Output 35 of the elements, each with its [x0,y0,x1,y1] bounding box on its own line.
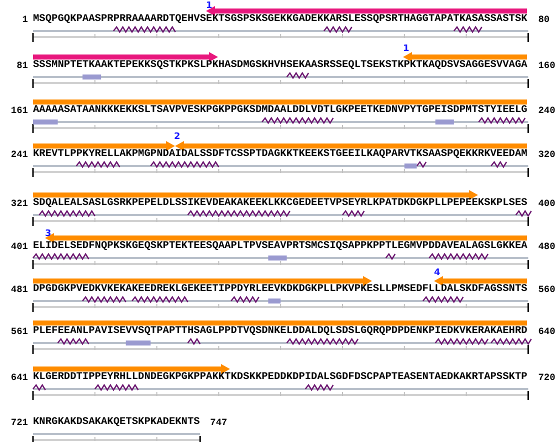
position-number: 400 [538,198,556,210]
sequence-text: PLEFEEANLPAVISEVVSQTPAPTTHSAGLPPDTVQSDNKELDDALDQLSDSLGQRQPDPDENKPIEDKVKERAKAEHRD [33,325,528,337]
feature-number: 2 [174,131,180,143]
position-number: 240 [538,105,556,117]
position-number: 747 [210,417,228,429]
position-number: 481 [10,284,28,296]
position-number: 321 [10,198,28,210]
position-number: 241 [10,149,28,161]
position-number: 561 [10,326,28,338]
position-number: 161 [10,105,28,117]
position-number: 401 [10,241,28,253]
feature-number: 3 [45,228,52,240]
position-number: 80 [538,14,550,26]
position-number: 160 [538,60,556,72]
position-number: 1 [22,14,28,26]
sequence-text: KREVTLPPKYRELLAKPMGPNDAIDALSSDFTCSSPTDAGKKTKEEKSTGEEILKAQPARVTKSAASPQEKKRKVEEDAM [33,148,528,160]
position-number: 320 [538,149,556,161]
position-number: 641 [10,372,28,384]
sequence-text: AAAAASATAANKKKEKKSLTSAVPVESKPGKPPGKSDMDAALDDLVDTLGKPEETKEDNVPYTGPEISDPMTSTYIEELG [33,104,528,116]
position-number: 640 [538,326,556,338]
position-number: 560 [538,284,556,296]
position-number: 480 [538,241,556,253]
position-number: 721 [10,417,28,429]
feature-number: 1 [206,0,212,12]
sequence-text: KNRGKAKDSAKAKQETSKPKADEKNTS [33,416,200,428]
sequence-text: DPGDGKPVEDKVKEKAKEEDREKLGEKEETIPPDYRLEEVKDKDGKPLLPKVPKESLLPMSEDFLLDALSKDFAGSSNTS [33,283,528,295]
sequence-text: SSSMNPTETKAAKTEPEKKSQSTKPKSLPKHASDMGSKHVHSEKAASRSSEQLTSEKSTKPKTKAQDSVSAGGESVVAGA [33,59,528,71]
sequence-text: SDQALEALSASLGSRKPEPELDLSSIKEVDEAKAKEEKLKKCGEDEETVPSEYRLKPATDKDGKPLLPEPEEKSKPLSES [33,197,528,209]
sequence-text: MSQPGQKPAASPRPRRAAAARDTQEHVSEKTSGSPSKSGEKKGADEKKARSLESSQPSRTHAGGTAPATKASASSASTSK [33,13,528,25]
position-number: 81 [16,60,28,72]
feature-number: 1 [403,43,410,55]
feature-number: 4 [434,267,440,279]
sequence-text: ELIDELSEDFNQPKSKGEQSKPTEKTEESQAAPLTPVSEAVPRTSMCSIQSAPPKPPTLEGMVPDDAVEALAGSLGKKEA [33,240,528,252]
position-number: 720 [538,372,556,384]
sequence-text: KLGERDDTIPPEYRHLLDNDEGKPGKPPAKKTKDSKKPEDDKDPIDALSGDFDSCPAPTEASENTAEDKAKRTAPSSKTP [33,371,528,383]
